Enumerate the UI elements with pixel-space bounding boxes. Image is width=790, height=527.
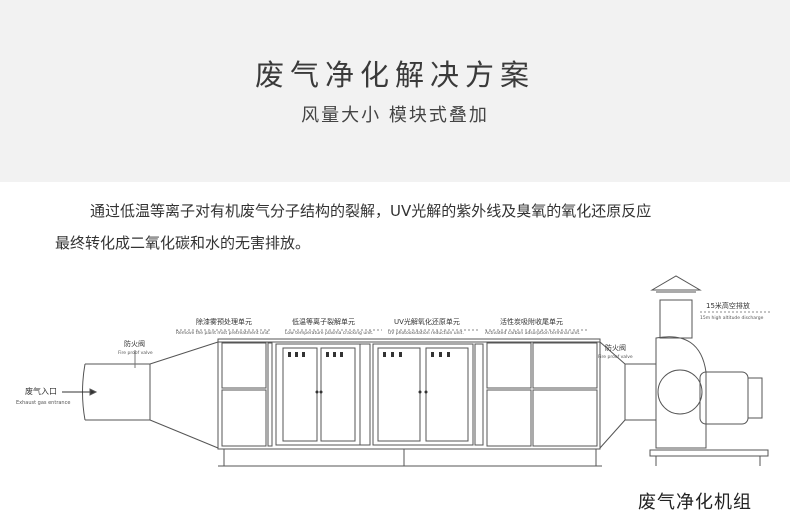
stage-1-label: 除漆雾预处理单元 xyxy=(196,317,252,326)
exhaust-fan xyxy=(649,275,769,466)
inlet-duct xyxy=(82,341,219,449)
stage-2-label-en: Low temperature plasma cracking unit. xyxy=(285,330,374,336)
description-line-2: 最终转化成二氧化碳和水的无害排放。 xyxy=(55,234,311,252)
main-cabinet xyxy=(217,338,602,467)
inlet-label-en: Exhaust gas entrance xyxy=(16,400,70,406)
unit-caption: 废气净化机组 xyxy=(638,492,752,513)
stage-3-module xyxy=(372,343,484,446)
stage-2-module xyxy=(275,343,371,446)
page-title: 废气净化解决方案 xyxy=(254,58,535,92)
stage-3-label: UV光解氧化还原单元 xyxy=(394,317,460,326)
description-line-1: 通过低温等离子对有机废气分子结构的裂解，UV光解的紫外线及臭氧的氧化还原反应 xyxy=(90,202,652,220)
fire-valve-left-label: 防火阀 xyxy=(124,339,145,348)
page-subtitle: 风量大小 模块式叠加 xyxy=(301,105,489,126)
inlet-label: 废气入口 xyxy=(25,386,57,396)
stage-4-module xyxy=(486,342,598,447)
discharge-label: 15米高空排放 xyxy=(706,301,750,310)
purification-unit-diagram: 废气入口 Exhaust gas entrance 防火阀 Fire proof… xyxy=(16,275,770,467)
stage-1-label-en: Remove the paint mist pretreatment unit. xyxy=(176,330,270,336)
fire-valve-right-label-en: Fire proof valve xyxy=(598,354,633,360)
discharge-label-en: 15m high altitude discharge xyxy=(700,315,764,321)
stage-2-label: 低温等离子裂解单元 xyxy=(292,317,355,326)
fire-valve-left-label-en: Fire proof valve xyxy=(118,350,153,356)
stage-4-label: 活性炭吸附收尾单元 xyxy=(500,317,563,326)
outlet-duct xyxy=(599,341,656,449)
header-band: 废气净化解决方案 风量大小 模块式叠加 xyxy=(0,0,790,182)
stage-3-label-en: UV photooxidation reduction unit. xyxy=(388,330,464,336)
stage-1-module xyxy=(221,342,273,447)
stage-4-label-en: Activated carbon adsorption terminal uni… xyxy=(485,330,581,336)
fire-valve-right-label: 防火阀 xyxy=(605,343,626,352)
